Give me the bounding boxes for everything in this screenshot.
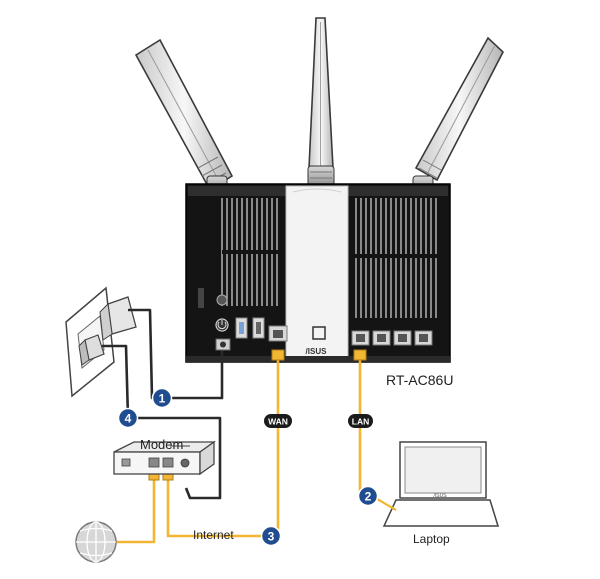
step-badge-1: 1	[151, 387, 173, 409]
laptop: /ISUS	[382, 441, 500, 527]
usb-ports	[235, 317, 265, 339]
modem-label: Modem	[140, 437, 184, 452]
modem-power-cable	[102, 344, 222, 500]
router-model-label: RT-AC86U	[386, 372, 454, 388]
antenna-left	[134, 38, 234, 200]
router-brand-logo: /ISUS	[306, 347, 328, 356]
step-badge-3: 3	[260, 525, 282, 547]
wps-button	[312, 326, 326, 340]
step-number-4: 4	[125, 412, 132, 426]
internet-label: Internet	[193, 528, 234, 542]
internet-globe-icon	[75, 521, 117, 563]
antenna-right	[412, 36, 504, 200]
wan-tag-label: WAN	[268, 417, 288, 427]
antenna-center	[307, 17, 335, 195]
router-center-panel	[285, 185, 349, 361]
power-adapter	[78, 296, 137, 366]
wan-tag: WAN	[264, 414, 292, 428]
modem	[113, 440, 217, 476]
step-number-2: 2	[365, 490, 372, 504]
step-badge-2: 2	[357, 485, 379, 507]
lan-tag-label: LAN	[352, 417, 369, 427]
lan-tag: LAN	[348, 414, 373, 428]
router-body	[185, 183, 451, 363]
lan-ports	[351, 330, 433, 346]
step-number-1: 1	[159, 392, 166, 406]
step-number-3: 3	[268, 530, 275, 544]
wan-cable	[166, 354, 280, 538]
laptop-brand-logo: /ISUS	[433, 493, 447, 499]
internet-cable	[116, 478, 156, 544]
laptop-label: Laptop	[413, 532, 450, 546]
step-badge-4: 4	[117, 407, 139, 429]
